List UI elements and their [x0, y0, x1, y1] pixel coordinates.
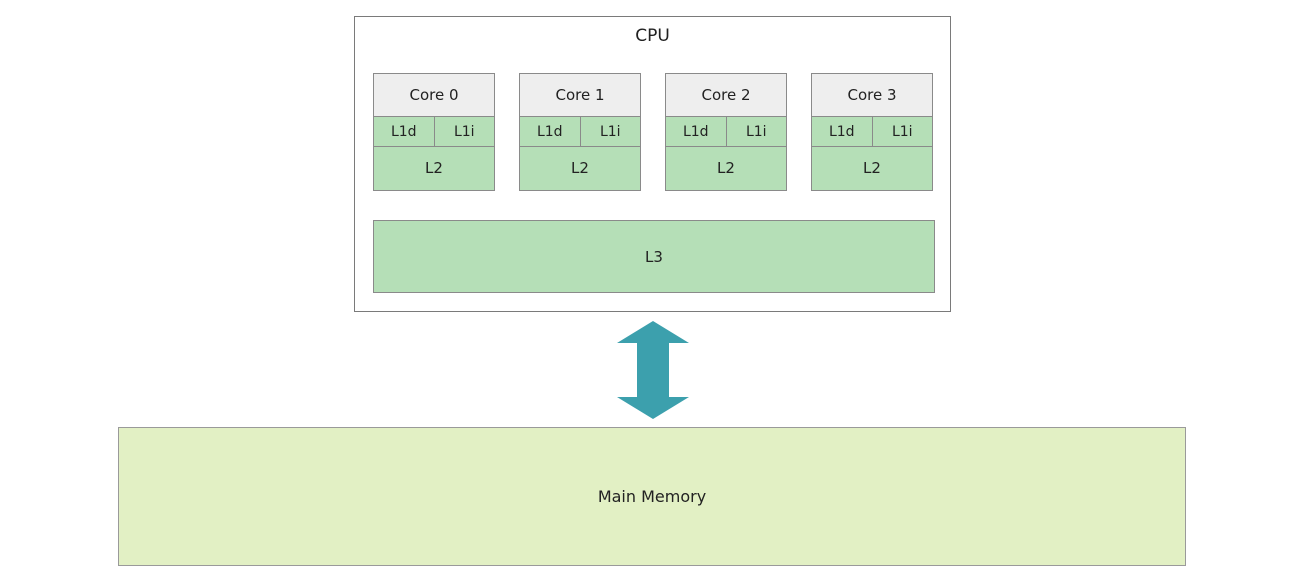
l1-cache-row: L1d L1i: [666, 117, 786, 147]
l1i-cache: L1i: [579, 117, 640, 146]
l1-cache-row: L1d L1i: [374, 117, 494, 147]
core-name: Core 0: [374, 74, 494, 117]
core-block-1: Core 1 L1d L1i L2: [519, 73, 641, 191]
l1i-cache: L1i: [433, 117, 494, 146]
l1i-cache: L1i: [725, 117, 786, 146]
l1d-cache: L1d: [812, 117, 872, 146]
core-name: Core 2: [666, 74, 786, 117]
arrow-shape: [617, 321, 689, 419]
l1d-cache: L1d: [520, 117, 580, 146]
l1d-cache: L1d: [374, 117, 434, 146]
l2-cache: L2: [571, 159, 589, 177]
core-name: Core 3: [812, 74, 932, 117]
cpu-title: CPU: [635, 26, 670, 46]
cpu-block: CPU Core 0 L1d L1i L2 Core 1 L1d L1i L2 …: [354, 16, 951, 312]
l3-cache: L3: [373, 220, 935, 293]
l2-cache: L2: [717, 159, 735, 177]
l1-cache-row: L1d L1i: [520, 117, 640, 147]
core-name: Core 1: [520, 74, 640, 117]
double-arrow-vertical-icon: [617, 321, 689, 419]
l1d-cache: L1d: [666, 117, 726, 146]
main-memory-block: Main Memory: [118, 427, 1186, 566]
core-block-0: Core 0 L1d L1i L2: [373, 73, 495, 191]
l2-cache: L2: [425, 159, 443, 177]
core-block-2: Core 2 L1d L1i L2: [665, 73, 787, 191]
l1-cache-row: L1d L1i: [812, 117, 932, 147]
core-block-3: Core 3 L1d L1i L2: [811, 73, 933, 191]
l2-cache: L2: [863, 159, 881, 177]
l1i-cache: L1i: [871, 117, 932, 146]
